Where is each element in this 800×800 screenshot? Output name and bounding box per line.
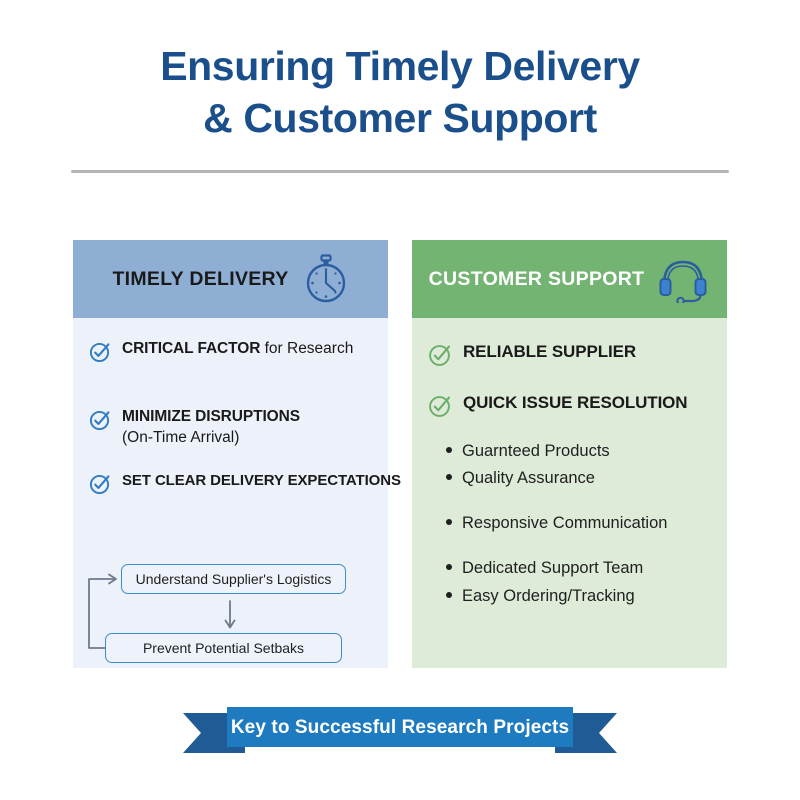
check-item-text: CRITICAL FACTOR for Research: [122, 340, 353, 358]
panel-timely-delivery: TIMELY DELIVERY: [73, 240, 401, 668]
customer-support-bullet-list: Guarnteed Products Quality Assurance Res…: [412, 442, 727, 606]
bullet-dot-icon: [446, 474, 452, 480]
stopwatch-icon: [303, 254, 349, 304]
timely-delivery-check-list: CRITICAL FACTOR for Research MINIMIZE DI…: [73, 318, 401, 495]
check-item-text: SET CLEAR DELIVERY EXPECTATIONS: [122, 472, 401, 490]
check-item: RELIABLE SUPPLIER: [412, 342, 727, 367]
page-title-line-1: Ensuring Timely Delivery: [160, 43, 640, 89]
panel-header-label-timely-delivery: TIMELY DELIVERY: [112, 267, 289, 290]
ribbon-label: Key to Successful Research Projects: [230, 717, 570, 738]
panel-header-label-customer-support: CUSTOMER SUPPORT: [428, 267, 645, 290]
check-item-text: QUICK ISSUE RESOLUTION: [463, 393, 688, 413]
panel-header-customer-support: CUSTOMER SUPPORT: [412, 240, 727, 318]
check-circle-icon: [428, 394, 452, 418]
check-circle-icon: [428, 343, 452, 367]
footer-ribbon: Key to Successful Research Projects: [183, 705, 617, 757]
headset-icon: [658, 255, 710, 306]
check-item-text: MINIMIZE DISRUPTIONS (On-Time Arrival): [122, 408, 300, 447]
check-item-sub: (On-Time Arrival): [122, 429, 240, 446]
page-title-line-2: & Customer Support: [203, 95, 597, 141]
list-item-label: Dedicated Support Team: [462, 559, 644, 577]
bullet-dot-icon: [446, 564, 452, 570]
check-circle-icon: [89, 341, 111, 363]
bullet-dot-icon: [446, 519, 452, 525]
title-divider: [71, 170, 729, 173]
page-title: Ensuring Timely Delivery & Customer Supp…: [0, 40, 800, 144]
ribbon-shape: [183, 707, 617, 753]
list-item: Dedicated Support Team: [412, 559, 727, 578]
bullet-dot-icon: [446, 592, 452, 598]
list-item-label: Guarnteed Products: [462, 442, 610, 460]
check-circle-icon: [89, 409, 111, 431]
flow-box-understand-logistics[interactable]: Understand Supplier's Logistics: [121, 564, 346, 594]
check-item-strong: SET CLEAR DELIVERY EXPECTATIONS: [122, 472, 401, 489]
panel-header-timely-delivery: TIMELY DELIVERY: [73, 240, 388, 318]
list-item-label: Quality Assurance: [462, 469, 595, 487]
list-item-label: Responsive Communication: [462, 514, 668, 532]
flow-connector-arrows: [88, 573, 236, 649]
list-item: Quality Assurance: [412, 469, 727, 488]
check-item-strong: CRITICAL FACTOR: [122, 340, 261, 357]
check-item: MINIMIZE DISRUPTIONS (On-Time Arrival): [73, 408, 388, 447]
check-item-strong: RELIABLE SUPPLIER: [463, 342, 637, 361]
list-item: Responsive Communication: [412, 514, 727, 533]
check-circle-icon: [89, 473, 111, 495]
check-item-strong: QUICK ISSUE RESOLUTION: [463, 393, 688, 412]
check-item-text: RELIABLE SUPPLIER: [463, 342, 636, 362]
list-item-label: Easy Ordering/Tracking: [462, 587, 635, 605]
check-item: CRITICAL FACTOR for Research: [73, 340, 388, 363]
check-item: SET CLEAR DELIVERY EXPECTATIONS: [73, 472, 401, 495]
check-item-normal: for Research: [260, 340, 354, 357]
check-item: QUICK ISSUE RESOLUTION: [412, 393, 727, 418]
list-item: Guarnteed Products: [412, 442, 727, 461]
list-item: Easy Ordering/Tracking: [412, 587, 727, 606]
check-item-strong: MINIMIZE DISRUPTIONS: [122, 408, 300, 425]
bullet-dot-icon: [446, 447, 452, 453]
panel-customer-support: CUSTOMER SUPPORT: [412, 240, 727, 668]
delivery-flow-diagram: Understand Supplier's Logistics Prevent …: [73, 564, 388, 668]
customer-support-check-list: RELIABLE SUPPLIER QUICK ISSUE RESOLUTION: [412, 318, 727, 418]
flow-box-prevent-setbacks[interactable]: Prevent Potential Setbaks: [105, 633, 342, 663]
